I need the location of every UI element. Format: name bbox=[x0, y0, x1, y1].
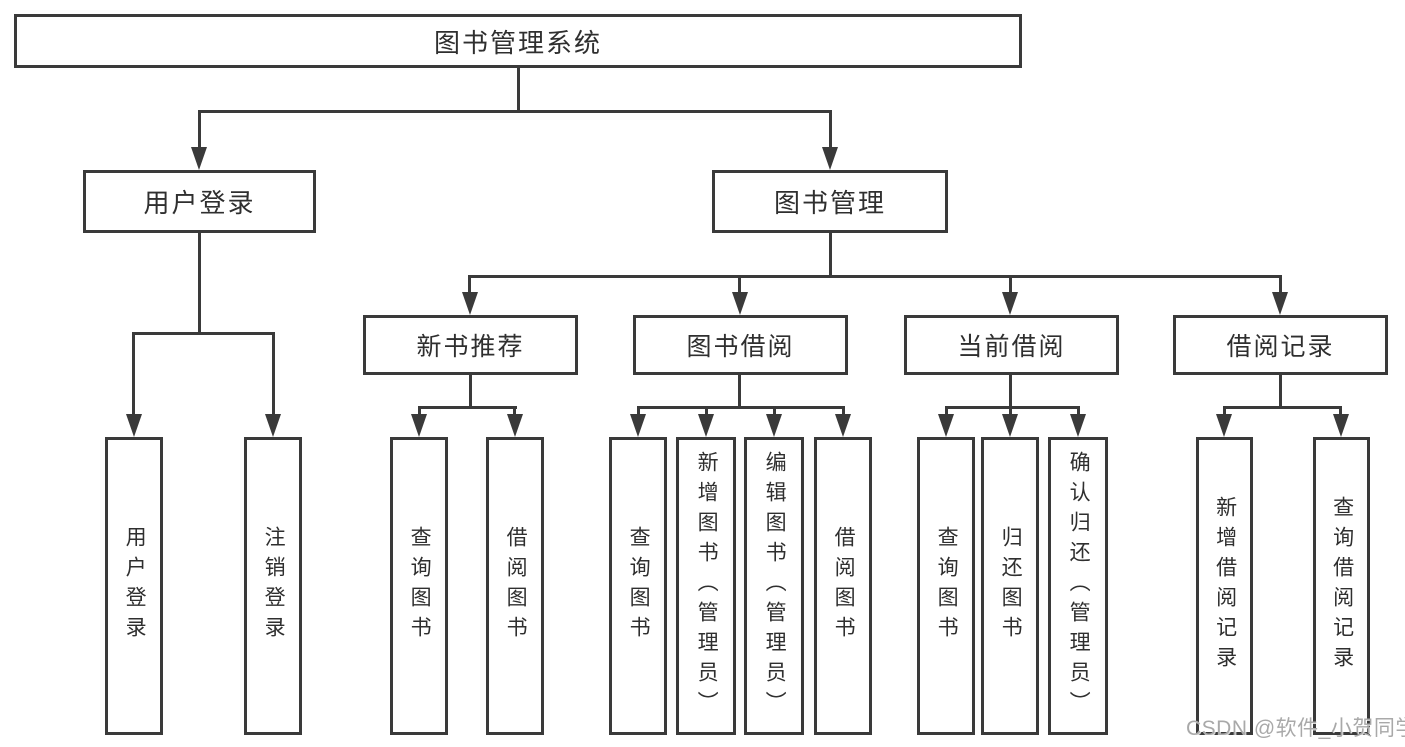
node-label: 图书管理系统 bbox=[433, 27, 602, 58]
leaf-query-books: 查询图书 bbox=[609, 437, 667, 735]
arrowhead-down bbox=[507, 414, 523, 437]
connector-line bbox=[272, 332, 275, 417]
leaf-confirm-return-admin: 确认归还（管理员） bbox=[1048, 437, 1108, 735]
node-book-borrowing: 图书借阅 bbox=[633, 315, 848, 375]
arrowhead-down bbox=[411, 414, 427, 437]
leaf-label: 新增图书（管理员） bbox=[695, 451, 719, 721]
connector-line bbox=[513, 406, 516, 417]
node-label: 当前借阅 bbox=[957, 333, 1066, 361]
connector-line bbox=[637, 406, 640, 417]
arrowhead-down bbox=[1002, 292, 1018, 315]
leaf-label: 编辑图书（管理员） bbox=[763, 451, 787, 721]
connector-line bbox=[945, 406, 1080, 409]
arrowhead-down bbox=[938, 414, 954, 437]
connector-line bbox=[468, 275, 1282, 278]
leaf-user-login: 用户登录 bbox=[105, 437, 163, 735]
arrowhead-down bbox=[265, 414, 281, 437]
leaf-query-borrow-record: 查询借阅记录 bbox=[1313, 437, 1370, 735]
leaf-query-books: 查询图书 bbox=[390, 437, 448, 735]
arrowhead-down bbox=[126, 414, 142, 437]
leaf-label: 注销登录 bbox=[262, 526, 286, 646]
leaf-label: 确认归还（管理员） bbox=[1067, 451, 1091, 721]
connector-line bbox=[1339, 406, 1342, 417]
connector-line bbox=[1009, 275, 1012, 295]
connector-line bbox=[198, 110, 832, 113]
connector-line bbox=[132, 332, 275, 335]
connector-line bbox=[469, 373, 472, 408]
arrowhead-down bbox=[732, 292, 748, 315]
node-new-book-recommendation: 新书推荐 bbox=[363, 315, 578, 375]
connector-line bbox=[1077, 406, 1080, 417]
arrowhead-down bbox=[766, 414, 782, 437]
connector-line bbox=[418, 406, 517, 409]
leaf-label: 查询图书 bbox=[408, 526, 432, 646]
node-current-borrowing: 当前借阅 bbox=[904, 315, 1119, 375]
leaf-logout: 注销登录 bbox=[244, 437, 302, 735]
connector-line bbox=[468, 275, 471, 295]
node-label: 图书借阅 bbox=[686, 333, 795, 361]
leaf-borrow-books: 借阅图书 bbox=[814, 437, 872, 735]
connector-line bbox=[1279, 373, 1282, 408]
connector-line bbox=[945, 406, 948, 417]
node-borrowing-records: 借阅记录 bbox=[1173, 315, 1388, 375]
node-label: 用户登录 bbox=[143, 188, 256, 218]
leaf-borrow-books: 借阅图书 bbox=[486, 437, 544, 735]
connector-line bbox=[829, 110, 832, 150]
leaf-label: 借阅图书 bbox=[504, 526, 528, 646]
connector-line bbox=[773, 406, 776, 417]
node-user-login: 用户登录 bbox=[83, 170, 316, 233]
connector-line bbox=[1009, 373, 1012, 408]
connector-line bbox=[637, 406, 845, 409]
leaf-label: 用户登录 bbox=[123, 526, 147, 646]
leaf-add-borrow-record: 新增借阅记录 bbox=[1196, 437, 1253, 735]
connector-line bbox=[517, 66, 520, 112]
arrowhead-down bbox=[835, 414, 851, 437]
connector-line bbox=[829, 231, 832, 277]
arrowhead-down bbox=[698, 414, 714, 437]
connector-line bbox=[198, 110, 201, 150]
node-label: 借阅记录 bbox=[1226, 333, 1335, 361]
arrowhead-down bbox=[1216, 414, 1232, 437]
connector-line bbox=[1279, 275, 1282, 295]
connector-line bbox=[738, 373, 741, 408]
node-label: 新书推荐 bbox=[416, 333, 525, 361]
node-label: 图书管理 bbox=[773, 188, 886, 218]
connector-line bbox=[1223, 406, 1342, 409]
connector-line bbox=[132, 332, 135, 417]
csdn-watermark: CSDN @软件_小贺同学 bbox=[1186, 717, 1405, 740]
leaf-label: 新增借阅记录 bbox=[1213, 496, 1237, 676]
leaf-query-books: 查询图书 bbox=[917, 437, 975, 735]
arrowhead-down bbox=[822, 147, 838, 170]
arrowhead-down bbox=[630, 414, 646, 437]
leaf-return-books: 归还图书 bbox=[981, 437, 1039, 735]
leaf-label: 查询图书 bbox=[935, 526, 959, 646]
arrowhead-down bbox=[191, 147, 207, 170]
node-book-management: 图书管理 bbox=[712, 170, 948, 233]
arrowhead-down bbox=[1333, 414, 1349, 437]
arrowhead-down bbox=[1002, 414, 1018, 437]
arrowhead-down bbox=[1272, 292, 1288, 315]
leaf-label: 查询借阅记录 bbox=[1330, 496, 1354, 676]
leaf-label: 借阅图书 bbox=[832, 526, 856, 646]
arrowhead-down bbox=[462, 292, 478, 315]
connector-line bbox=[1223, 406, 1226, 417]
connector-line bbox=[1009, 406, 1012, 417]
connector-line bbox=[842, 406, 845, 417]
leaf-label: 归还图书 bbox=[999, 526, 1023, 646]
leaf-add-books-admin: 新增图书（管理员） bbox=[676, 437, 736, 735]
node-library-management-system: 图书管理系统 bbox=[14, 14, 1022, 68]
leaf-edit-books-admin: 编辑图书（管理员） bbox=[744, 437, 804, 735]
connector-line bbox=[705, 406, 708, 417]
connector-line bbox=[198, 231, 201, 334]
arrowhead-down bbox=[1070, 414, 1086, 437]
leaf-label: 查询图书 bbox=[627, 526, 651, 646]
connector-line bbox=[738, 275, 741, 295]
connector-line bbox=[418, 406, 421, 417]
